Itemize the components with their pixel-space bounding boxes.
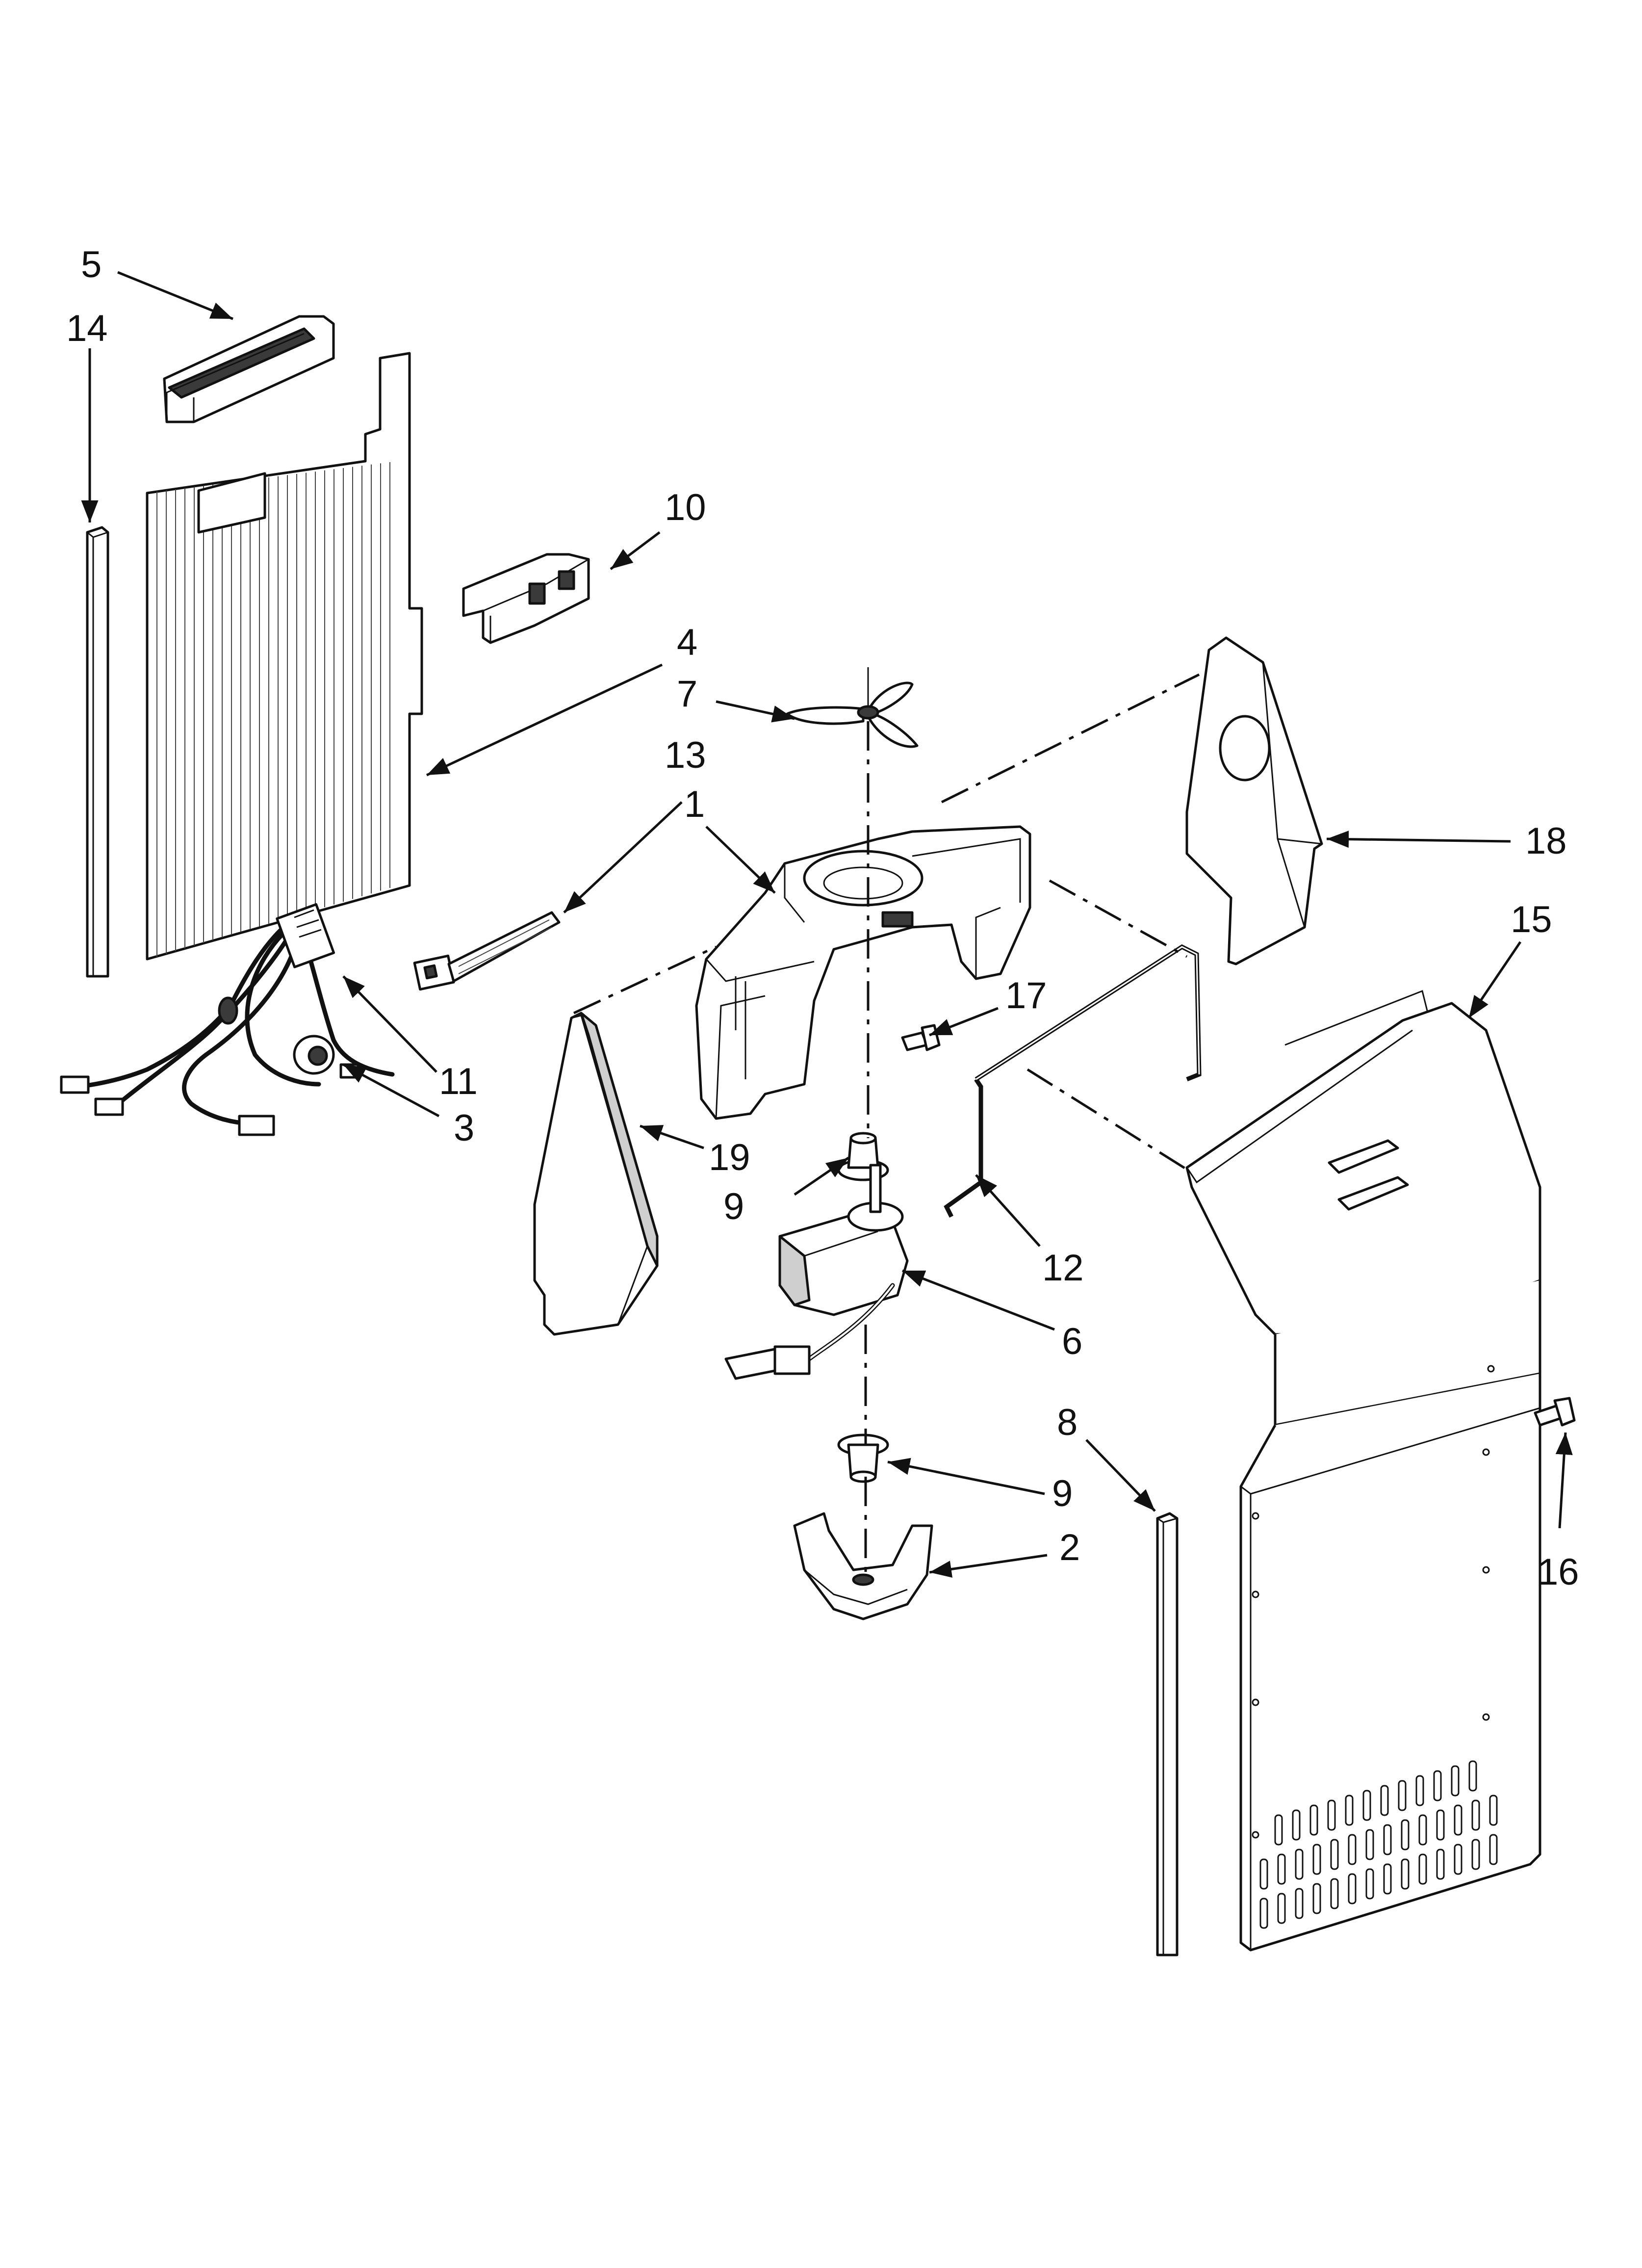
part-12-wire-spring: [944, 944, 1202, 1218]
part-10-bracket: [462, 553, 590, 644]
callout-1: 1: [684, 783, 705, 825]
part-19-left-baffle: [533, 1012, 659, 1336]
leader-lines: [81, 271, 1573, 1578]
assembly-lines: [573, 673, 1200, 1580]
callout-9-upper: 9: [723, 1186, 744, 1227]
callout-labels: 5 14 10 4 7 13 1 18 15 17 11 3 19 9 12 6…: [66, 244, 1579, 1593]
part-13-cable-tie: [413, 911, 561, 991]
part-8-strip: [1156, 1512, 1179, 1956]
part-1-fan-housing: [695, 825, 1031, 1120]
part-17-screw: [901, 1024, 941, 1051]
part-4-ribbed-panel: [146, 352, 423, 961]
part-11-wiring-harness: [60, 903, 395, 1136]
callout-11: 11: [439, 1061, 478, 1102]
callout-14: 14: [66, 308, 108, 349]
callout-9-lower: 9: [1052, 1473, 1073, 1514]
callout-2: 2: [1059, 1527, 1080, 1568]
part-16-screw: [1534, 1397, 1576, 1427]
callout-4: 4: [677, 622, 697, 663]
callout-6: 6: [1062, 1321, 1082, 1362]
callout-3: 3: [454, 1107, 474, 1149]
callout-7: 7: [677, 673, 697, 715]
callout-8: 8: [1057, 1402, 1078, 1443]
part-14-strip: [86, 526, 109, 978]
part-3-grommet: [293, 1035, 335, 1075]
callout-17: 17: [1005, 975, 1047, 1017]
part-15-back-cover: [1185, 990, 1541, 1952]
part-6-fan-motor: [724, 1164, 909, 1380]
callout-12: 12: [1042, 1247, 1084, 1289]
part-5-cap: [163, 315, 335, 423]
callout-16: 16: [1538, 1551, 1579, 1593]
callout-5: 5: [81, 244, 102, 286]
part-7-fan-blade: [786, 667, 919, 748]
callout-18: 18: [1525, 820, 1567, 862]
callout-15: 15: [1511, 899, 1552, 940]
part-18-right-baffle: [1185, 636, 1323, 965]
callout-19: 19: [709, 1137, 750, 1178]
part-9-grommet-lower: [837, 1434, 889, 1483]
callout-13: 13: [665, 734, 706, 776]
part-2-bracket: [793, 1512, 933, 1620]
callout-10: 10: [665, 487, 706, 528]
